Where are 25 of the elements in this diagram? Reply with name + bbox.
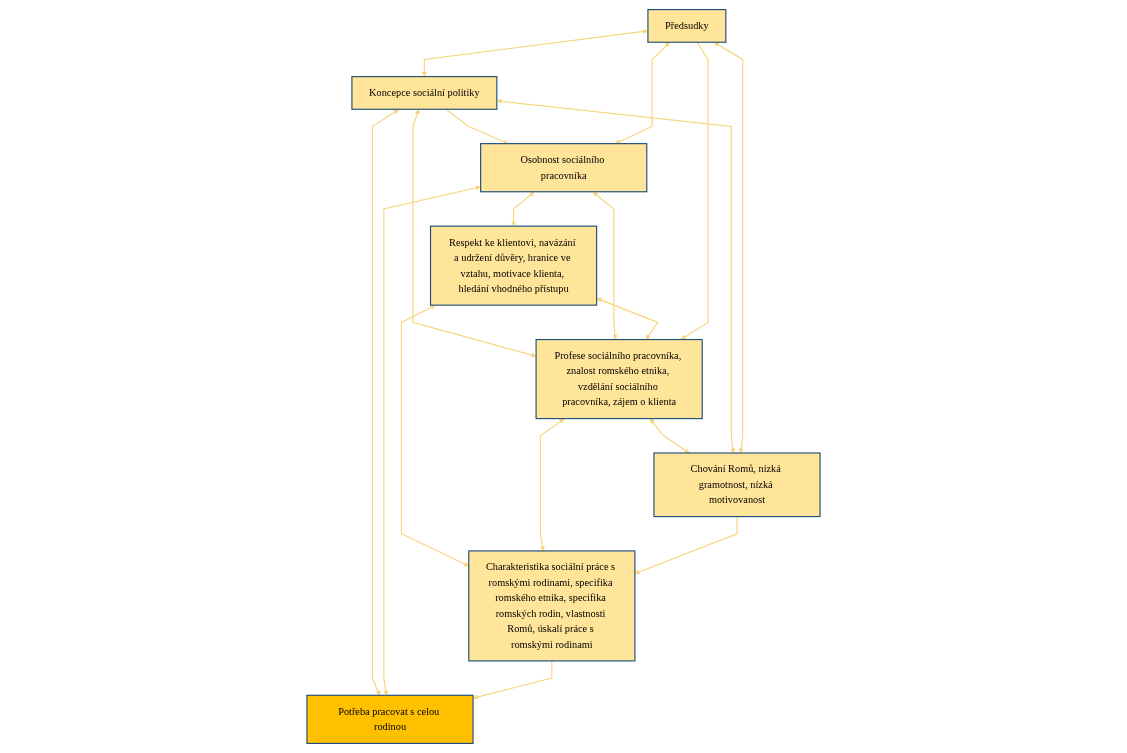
arrow <box>615 42 670 144</box>
arrow <box>421 29 648 77</box>
node-box: Osobnost sociálního pracovníka <box>480 143 648 193</box>
arrow <box>714 42 744 454</box>
arrow <box>634 516 738 575</box>
arrow <box>511 191 535 227</box>
node-box: Koncepce sociální politiky <box>351 76 498 110</box>
arrow <box>383 185 481 696</box>
arrow <box>371 109 400 696</box>
arrow <box>650 418 690 454</box>
arrow <box>596 297 659 340</box>
arrow <box>412 109 537 358</box>
arrow <box>680 41 709 340</box>
node-box: Profese sociálního pracovníka, znalost romského etnika, vzdělání sociálního pracovníka, zájem o klienta <box>535 338 703 420</box>
node-box: Chování Romů, nízká gramotnost, nízká motivovanost <box>653 452 821 518</box>
node-box: Respekt ke klientovi, navázání a udržení důvěry, hranice ve vztahu, motivace klienta, hledání vhodného přístupu <box>429 225 598 306</box>
node-box: Předsudky <box>647 9 727 43</box>
arrow <box>539 418 565 552</box>
node-box: Potřeba pracovat s celou rodinou <box>306 694 474 744</box>
arrow <box>496 98 736 454</box>
arrow <box>445 108 509 145</box>
arrow <box>592 191 618 340</box>
arrow <box>472 660 553 700</box>
node-box: Charakteristika sociální práce s romskými rodinami, specifika romského etnika, specifika romských rodin, vlastnosti Romů, úskalí práce s romskými rodinami <box>468 550 636 662</box>
arrow <box>400 305 469 567</box>
